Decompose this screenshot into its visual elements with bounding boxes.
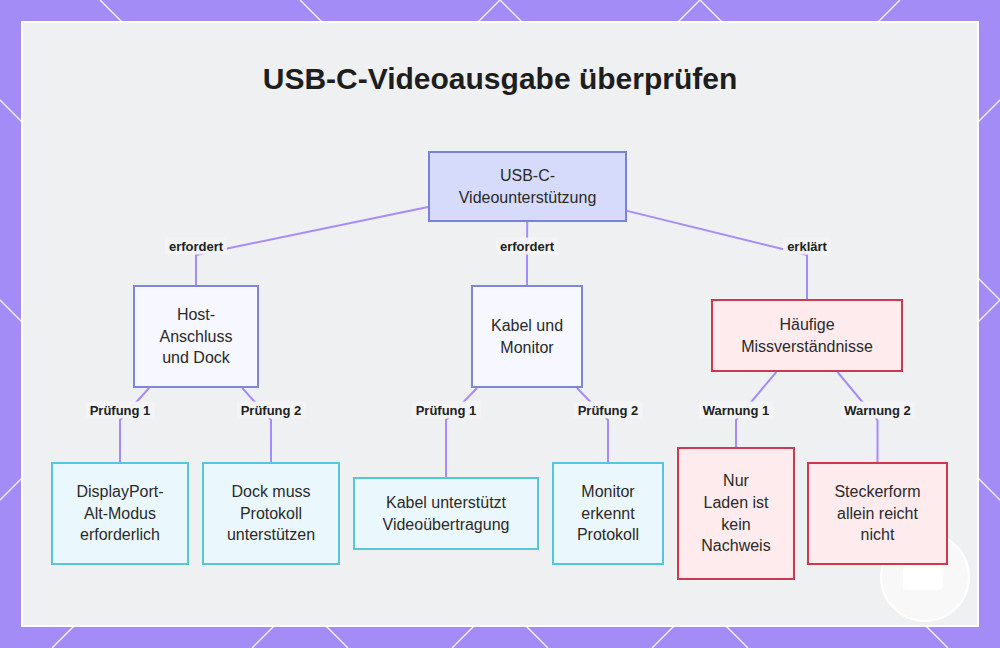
check-box: DisplayPort- Alt-Modus erforderlich [51,462,189,565]
node-text: Nur Laden ist kein Nachweis [701,470,771,556]
connector-line [120,388,149,462]
node-text: Dock muss Protokoll unterstützen [214,481,328,546]
check-box: Monitor erkennt Protokoll [552,462,664,565]
edge-label: Warnung 1 [699,402,774,419]
category-box: Host- Anschluss und Dock [133,285,259,388]
warning-box: Steckerform allein reicht nicht [807,462,948,565]
edge-label: Warnung 2 [840,402,915,419]
node-text: Steckerform allein reicht nicht [819,481,936,546]
connector-line [627,211,807,299]
content-panel [22,22,978,626]
edge-label: Prüfung 1 [86,402,155,419]
category-box: Kabel und Monitor [471,285,583,388]
connector-line [196,207,428,285]
root-box: USB-C- Videounterstützung [428,151,627,222]
node-text: Kabel unterstützt Videoübertragung [363,492,529,535]
warning-box: Nur Laden ist kein Nachweis [677,447,795,580]
node-text: USB-C- Videounterstützung [440,165,615,208]
connector-line [242,388,271,462]
logo-mark [903,566,943,590]
edge-label: Prüfung 1 [412,402,481,419]
node-text: Kabel und Monitor [483,315,571,358]
check-box: Dock muss Protokoll unterstützen [202,462,340,565]
edge-label: Prüfung 2 [237,402,306,419]
connector-line [577,388,608,462]
edge-label: erfordert [496,238,558,255]
edge-label: erfordert [165,238,227,255]
node-text: Häufige Missverständnisse [723,314,891,357]
diagram-title: USB-C-Videoausgabe überprüfen [0,62,1000,96]
node-text: Monitor erkennt Protokoll [564,481,652,546]
edge-label: erklärt [783,238,831,255]
warning-category-box: Häufige Missverständnisse [711,299,903,372]
check-box: Kabel unterstützt Videoübertragung [353,477,539,550]
node-text: Host- Anschluss und Dock [145,304,247,369]
edge-label: Prüfung 2 [574,402,643,419]
node-text: DisplayPort- Alt-Modus erforderlich [63,481,177,546]
